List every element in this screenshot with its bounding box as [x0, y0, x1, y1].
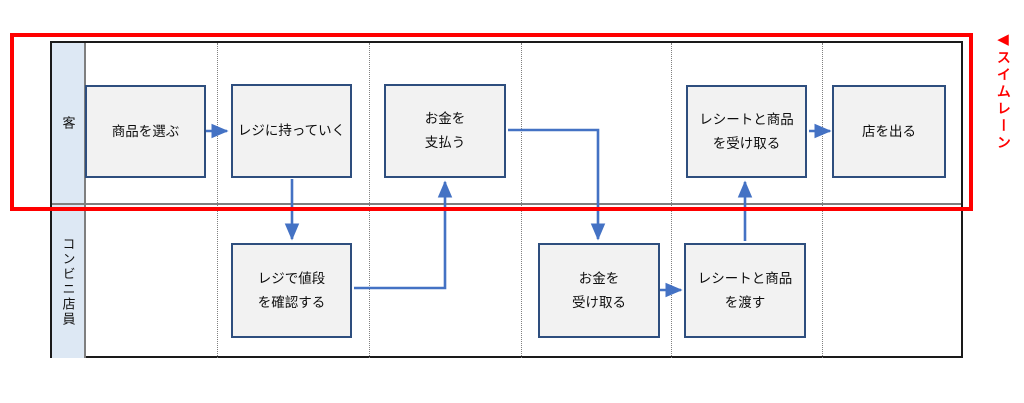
- left-triangle-icon: ◀: [997, 31, 1009, 48]
- process-box-select-product[interactable]: 商品を選ぶ: [85, 85, 206, 178]
- column-separator-9: [671, 205, 672, 358]
- lane-header-clerk: コンビニ店員: [52, 205, 86, 358]
- swimlane-clerk: コンビニ店員: [52, 205, 961, 358]
- lane-header-customer-label: 客: [60, 115, 76, 131]
- column-separator-7: [369, 205, 370, 358]
- process-box-pay-money[interactable]: お金を支払う: [384, 84, 506, 178]
- column-separator-5: [822, 43, 823, 203]
- process-box-label: 店を出る: [862, 123, 916, 139]
- annotation-swimlane: ◀ スイムレーン: [988, 31, 1018, 152]
- process-box-receive-money[interactable]: お金を受け取る: [538, 243, 660, 338]
- process-box-label: レジで値段を確認する: [257, 270, 326, 310]
- lane-body-customer: [86, 43, 961, 203]
- process-box-receive-receipt-and-goods[interactable]: レシートと商品を受け取る: [686, 85, 807, 178]
- process-box-leave-store[interactable]: 店を出る: [832, 85, 946, 178]
- lane-header-clerk-label: コンビニ店員: [60, 236, 76, 327]
- column-separator-3: [521, 43, 522, 203]
- process-box-label: お金を支払う: [424, 111, 466, 150]
- process-box-hand-receipt-and-goods[interactable]: レシートと商品を渡す: [684, 243, 806, 338]
- annotation-highlight-rectangle: [10, 33, 973, 211]
- column-separator-6: [217, 205, 218, 358]
- process-box-check-price-at-register[interactable]: レジで値段を確認する: [231, 243, 352, 338]
- swimlane-frame: 客 コンビニ店員: [50, 41, 963, 358]
- column-separator-8: [521, 205, 522, 358]
- column-separator-4: [671, 43, 672, 203]
- process-box-label: レシートと商品を渡す: [697, 270, 793, 310]
- annotation-swimlane-label: スイムレーン: [995, 49, 1012, 152]
- lane-body-clerk: [86, 205, 961, 358]
- process-box-take-to-register[interactable]: レジに持っていく: [231, 84, 352, 178]
- column-separator-1: [217, 43, 218, 203]
- process-box-label: お金を受け取る: [572, 270, 626, 310]
- column-separator-10: [822, 205, 823, 358]
- process-box-label: レジに持っていく: [237, 123, 346, 139]
- column-separator-2: [369, 43, 370, 203]
- process-box-label: 商品を選ぶ: [111, 123, 180, 139]
- process-box-label: レシートと商品を受け取る: [699, 111, 794, 151]
- swimlane-customer: 客: [52, 43, 961, 205]
